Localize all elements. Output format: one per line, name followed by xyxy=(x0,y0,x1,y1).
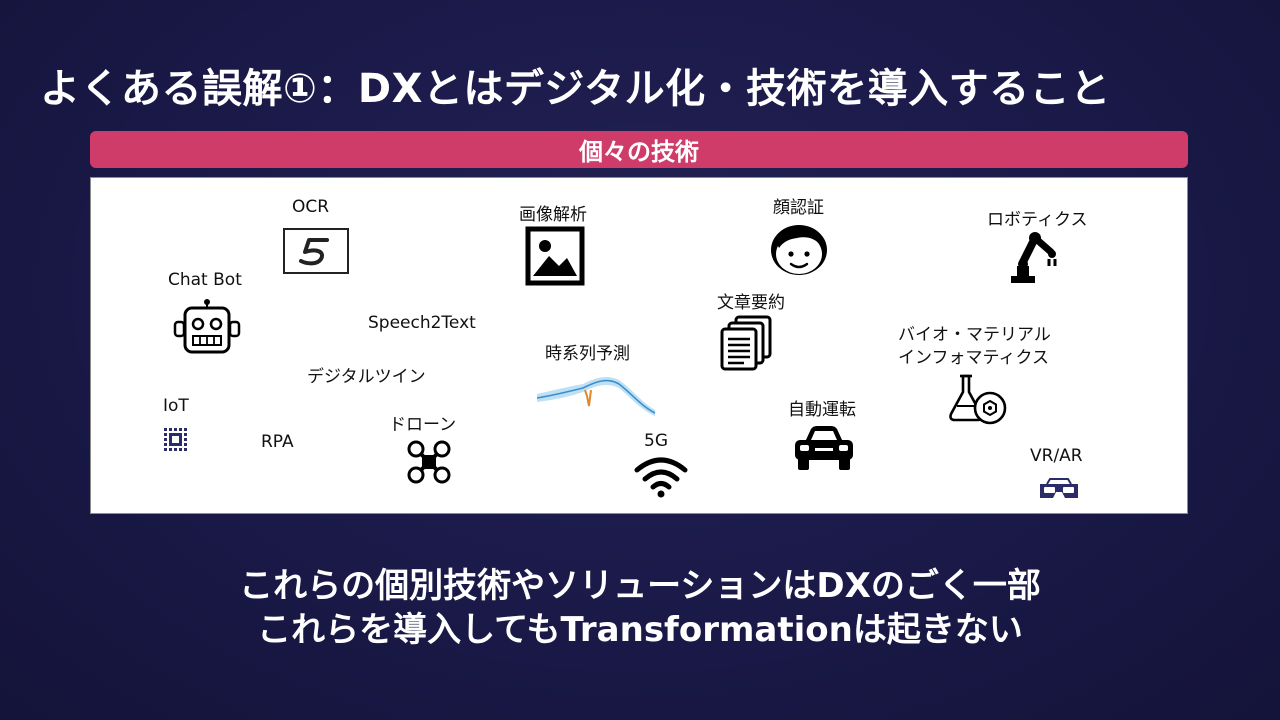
lab-flask-icon xyxy=(949,374,1007,425)
image-icon xyxy=(525,226,585,286)
label-speech2text: Speech2Text xyxy=(368,313,476,333)
label-vrar: VR/AR xyxy=(1030,446,1083,466)
bottom-message-line2: これらを導入してもTransformationは起きない xyxy=(257,610,1023,650)
drone-icon xyxy=(407,440,451,484)
label-timeseries: 時系列予測 xyxy=(545,344,630,364)
chip-icon xyxy=(162,426,189,453)
label-face-recognition: 顔認証 xyxy=(773,198,824,218)
chatbot-robot-icon xyxy=(173,299,241,354)
label-chatbot: Chat Bot xyxy=(168,270,242,290)
slide-title: よくある誤解①：DXとはデジタル化・技術を導入すること xyxy=(40,66,1111,112)
label-5g: 5G xyxy=(644,431,668,451)
label-iot: IoT xyxy=(163,396,189,416)
label-drone: ドローン xyxy=(389,415,457,435)
label-materials-line2: インフォマティクス xyxy=(898,348,1049,368)
vr-goggles-icon xyxy=(1040,478,1078,498)
label-ocr: OCR xyxy=(292,197,330,217)
car-icon xyxy=(795,426,853,470)
documents-icon xyxy=(720,315,772,371)
technology-panel: OCR 画像解析 顔認証 ロボティクス Chat Bot xyxy=(90,177,1188,514)
label-summarization: 文章要約 xyxy=(717,293,785,313)
face-icon xyxy=(771,225,827,275)
robot-arm-icon xyxy=(1011,232,1057,283)
handwritten-digit-icon xyxy=(283,228,349,274)
bottom-message-line1: これらの個別技術やソリューションはDXのごく一部 xyxy=(239,566,1041,606)
time-series-chart-icon xyxy=(536,377,656,416)
label-rpa: RPA xyxy=(261,432,294,452)
label-robotics: ロボティクス xyxy=(987,210,1088,230)
wifi-icon xyxy=(634,457,688,498)
label-image-analysis: 画像解析 xyxy=(519,205,587,225)
label-digital-twin: デジタルツイン xyxy=(307,367,426,387)
section-banner: 個々の技術 xyxy=(90,131,1188,168)
label-autonomous: 自動運転 xyxy=(788,400,856,420)
label-materials-line1: バイオ・マテリアル xyxy=(898,325,1051,345)
